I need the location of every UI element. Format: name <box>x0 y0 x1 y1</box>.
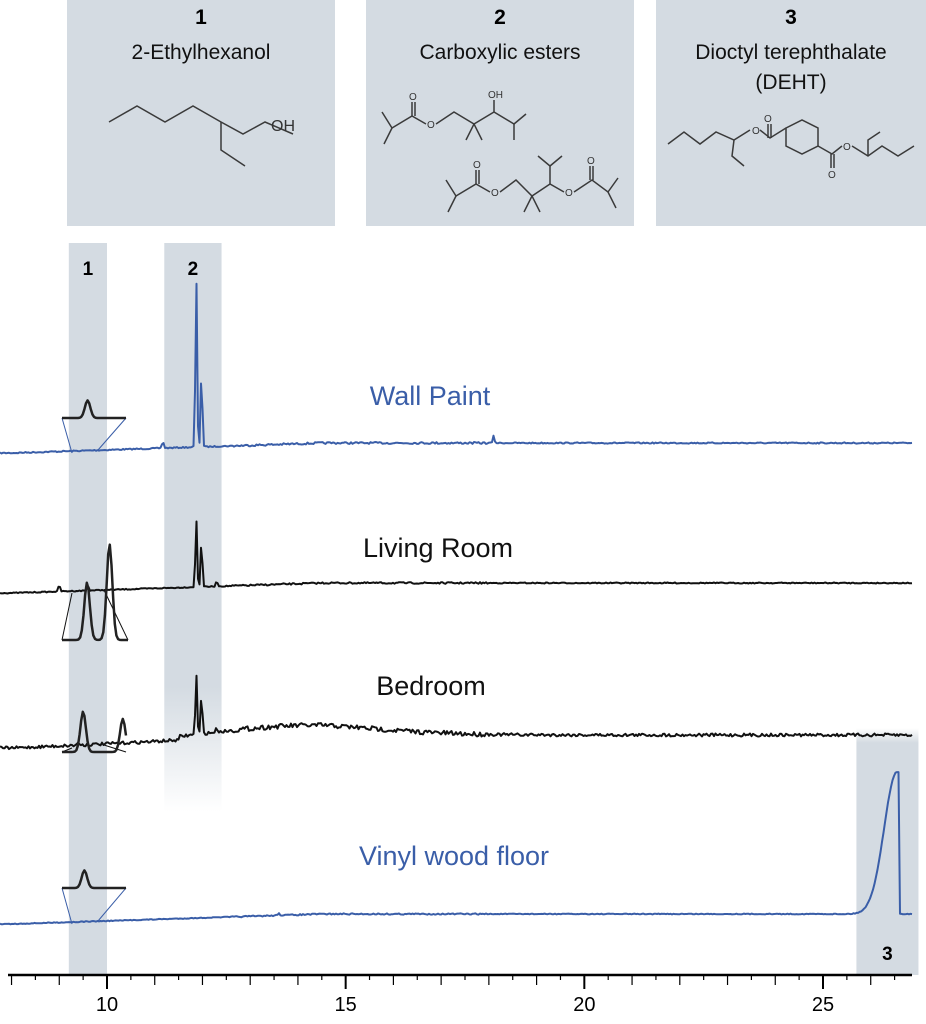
structure-deht: O O O O <box>667 114 915 181</box>
inset-trace <box>62 710 128 754</box>
zoom-line <box>61 417 73 454</box>
atom-label: OH <box>488 90 503 101</box>
compound-panel-1: 1 2-Ethylhexanol OH <box>67 0 335 226</box>
atom-label: O <box>764 114 772 125</box>
x-tick-label: 10 <box>96 994 118 1016</box>
trace-line <box>0 282 913 455</box>
zoom-line <box>103 589 129 641</box>
trace-line <box>0 520 913 595</box>
highlight-band-3 <box>856 728 919 975</box>
atom-label: O <box>427 120 435 131</box>
compound-panel-3: 3 Dioctyl terephthalate (DEHT) O O O O <box>656 0 926 226</box>
highlight-band-2 <box>164 243 222 812</box>
series-living-room: Living Room <box>0 520 913 642</box>
compound-name: Dioctyl terephthalate (DEHT) <box>695 41 887 94</box>
series-bedroom: Bedroom <box>0 671 913 754</box>
trace-line <box>0 674 913 751</box>
atom-label: O <box>473 160 481 171</box>
inset-trace <box>62 869 126 890</box>
x-axis: 10 15 20 25 <box>8 973 912 1016</box>
zoom-line <box>61 887 73 925</box>
series-vinyl-wood-floor: Vinyl wood floor <box>0 771 913 926</box>
band-label: 1 <box>83 259 94 280</box>
x-tick-label: 25 <box>812 994 834 1016</box>
atom-label: O <box>565 188 573 199</box>
x-tick-label: 20 <box>573 994 595 1016</box>
atom-label: O <box>752 126 760 137</box>
compound-name: 2-Ethylhexanol <box>131 41 271 64</box>
inset-trace <box>62 543 128 642</box>
atom-label: O <box>409 92 417 103</box>
inset-trace <box>62 399 126 420</box>
band-label: 2 <box>188 259 199 280</box>
trace-line <box>0 771 913 926</box>
structure-2-ethylhexanol: OH <box>108 105 295 167</box>
compound-name: Carboxylic esters <box>419 41 581 64</box>
series-label: Vinyl wood floor <box>359 841 549 871</box>
highlight-band-1 <box>68 243 107 975</box>
zoom-line <box>61 592 73 641</box>
band-label: 3 <box>882 944 893 965</box>
structure-carboxylic-esters: O O OH O O O O <box>381 90 619 213</box>
atom-label: O <box>828 170 836 181</box>
series-label: Bedroom <box>376 671 486 701</box>
zoom-line <box>103 744 127 753</box>
zoom-line <box>97 887 127 922</box>
compound-number: 2 <box>494 6 506 29</box>
series-wall-paint: Wall Paint <box>0 282 913 455</box>
compound-panel-2: 2 Carboxylic esters O O OH O O <box>366 0 634 226</box>
series-label: Living Room <box>363 533 513 563</box>
atom-label: OH <box>271 118 295 135</box>
atom-label: O <box>587 156 595 167</box>
compound-number: 1 <box>195 6 207 29</box>
series-label: Wall Paint <box>370 381 491 411</box>
zoom-line <box>97 417 127 451</box>
x-tick-label: 15 <box>335 994 357 1016</box>
compound-number: 3 <box>785 6 797 29</box>
atom-label: O <box>843 142 851 153</box>
atom-label: O <box>491 188 499 199</box>
